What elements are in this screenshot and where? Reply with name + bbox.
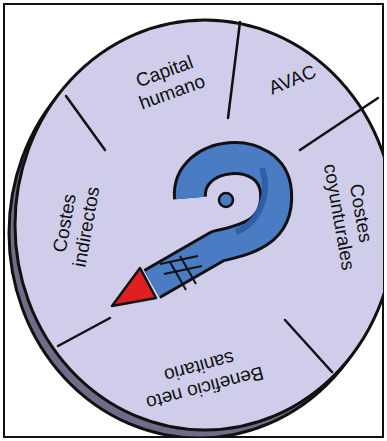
question-pointer xyxy=(112,158,276,306)
sector-line xyxy=(228,22,240,118)
sector-line xyxy=(285,320,332,372)
pointer-shade xyxy=(236,168,265,232)
wheel-disk xyxy=(15,20,383,430)
sector-line xyxy=(58,318,110,346)
sector-line xyxy=(300,98,378,150)
pointer-hole xyxy=(219,193,233,207)
pointer-tip xyxy=(112,268,156,306)
pointer-hatch xyxy=(160,256,202,290)
sector-line xyxy=(66,96,105,150)
